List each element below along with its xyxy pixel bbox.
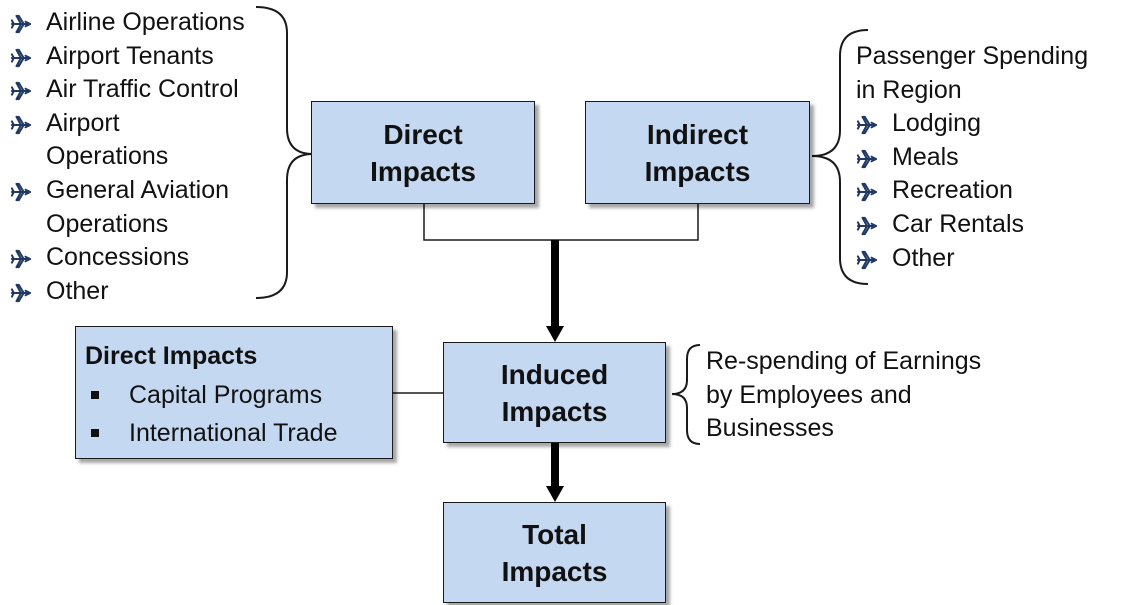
box-label-line1: Indirect [646,118,749,150]
list-item-label-continued: Operations [46,142,169,171]
list-item-label: Other [892,243,955,272]
indirect-impacts-list: Passenger Spending in Region Lodging Mea… [856,40,1088,275]
list-item-label: Lodging [892,109,981,138]
airplane-icon [856,182,878,202]
airplane-icon [10,249,32,269]
airplane-icon [10,115,32,135]
direct-impacts-list: Airline Operations Airport Tenants Air T… [10,6,245,308]
list-item: Concessions [10,241,245,275]
list-item-label: International Trade [129,419,338,447]
note-line3: Businesses [706,414,834,443]
list-item-label: Airport [46,108,120,137]
list-item-label: Other [46,276,109,305]
box-label-line1: Total [522,518,587,550]
airplane-icon [10,182,32,202]
list-item: Meals [856,141,1088,175]
right-brace [811,29,869,285]
airplane-icon [10,81,32,101]
direct-impacts-box: Direct Impacts [311,101,535,204]
airplane-icon [856,216,878,236]
arrow-to-induced-head [546,326,564,342]
box-label-line1: Direct [383,118,463,150]
list-item: Other [10,275,245,309]
list-item: Lodging [856,107,1088,141]
list-header: in Region [856,74,1088,108]
induced-note: Re-spending of Earnings by Employees and… [706,345,981,446]
list-item: Air Traffic Control [10,73,245,107]
list-item-label: Car Rentals [892,209,1024,238]
capital-trade-list: Capital Programs International Trade [85,376,337,452]
list-header-line2: in Region [856,75,962,104]
list-item: Recreation [856,174,1088,208]
box-label-line2: Impacts [370,155,476,187]
box-label-line2: Impacts [644,155,751,187]
list-item-label: Recreation [892,176,1013,205]
note-line2: by Employees and [706,380,912,409]
airplane-icon [856,250,878,270]
airplane-icon [856,115,878,135]
list-item: Car Rentals [856,208,1088,242]
box-title: Direct Impacts [85,342,258,370]
box-label-line2: Impacts [501,395,608,427]
airplane-icon [10,48,32,68]
list-item-label: Capital Programs [129,381,323,409]
airplane-icon [10,14,32,34]
list-item-label: Concessions [46,243,190,272]
capital-trade-box: Direct Impacts Capital Programs Internat… [75,326,393,459]
list-item-label: Airport Tenants [46,41,214,70]
induced-impacts-box: Induced Impacts [443,342,666,443]
list-item-label: Meals [892,142,959,171]
total-impacts-box: Total Impacts [443,502,666,603]
airplane-icon [10,283,32,303]
list-header: Passenger Spending [856,40,1088,74]
indirect-impacts-box: Indirect Impacts [585,101,810,204]
list-item-label: Air Traffic Control [46,75,239,104]
list-header-line1: Passenger Spending [856,42,1089,70]
list-item: General Aviation Operations [10,174,245,241]
top-connector [423,204,699,241]
list-item: Airline Operations [10,6,245,40]
list-item-label: Airline Operations [46,8,245,36]
box-label-line2: Impacts [501,555,608,587]
list-item: International Trade [85,414,337,452]
list-item: Airport Tenants [10,40,245,74]
list-item-label-continued: Operations [46,209,169,238]
list-item: Capital Programs [85,376,337,414]
list-item: Other [856,242,1088,276]
left-brace [255,6,314,299]
square-bullet-icon [91,391,99,399]
note-line1: Re-spending of Earnings [706,347,982,375]
arrow-to-total-head [546,486,564,502]
box-label-line1: Induced [500,358,609,390]
list-item: Airport Operations [10,107,245,174]
airplane-icon [856,149,878,169]
list-item-label: General Aviation [46,175,229,204]
square-bullet-icon [91,429,99,437]
induced-brace [671,344,701,445]
